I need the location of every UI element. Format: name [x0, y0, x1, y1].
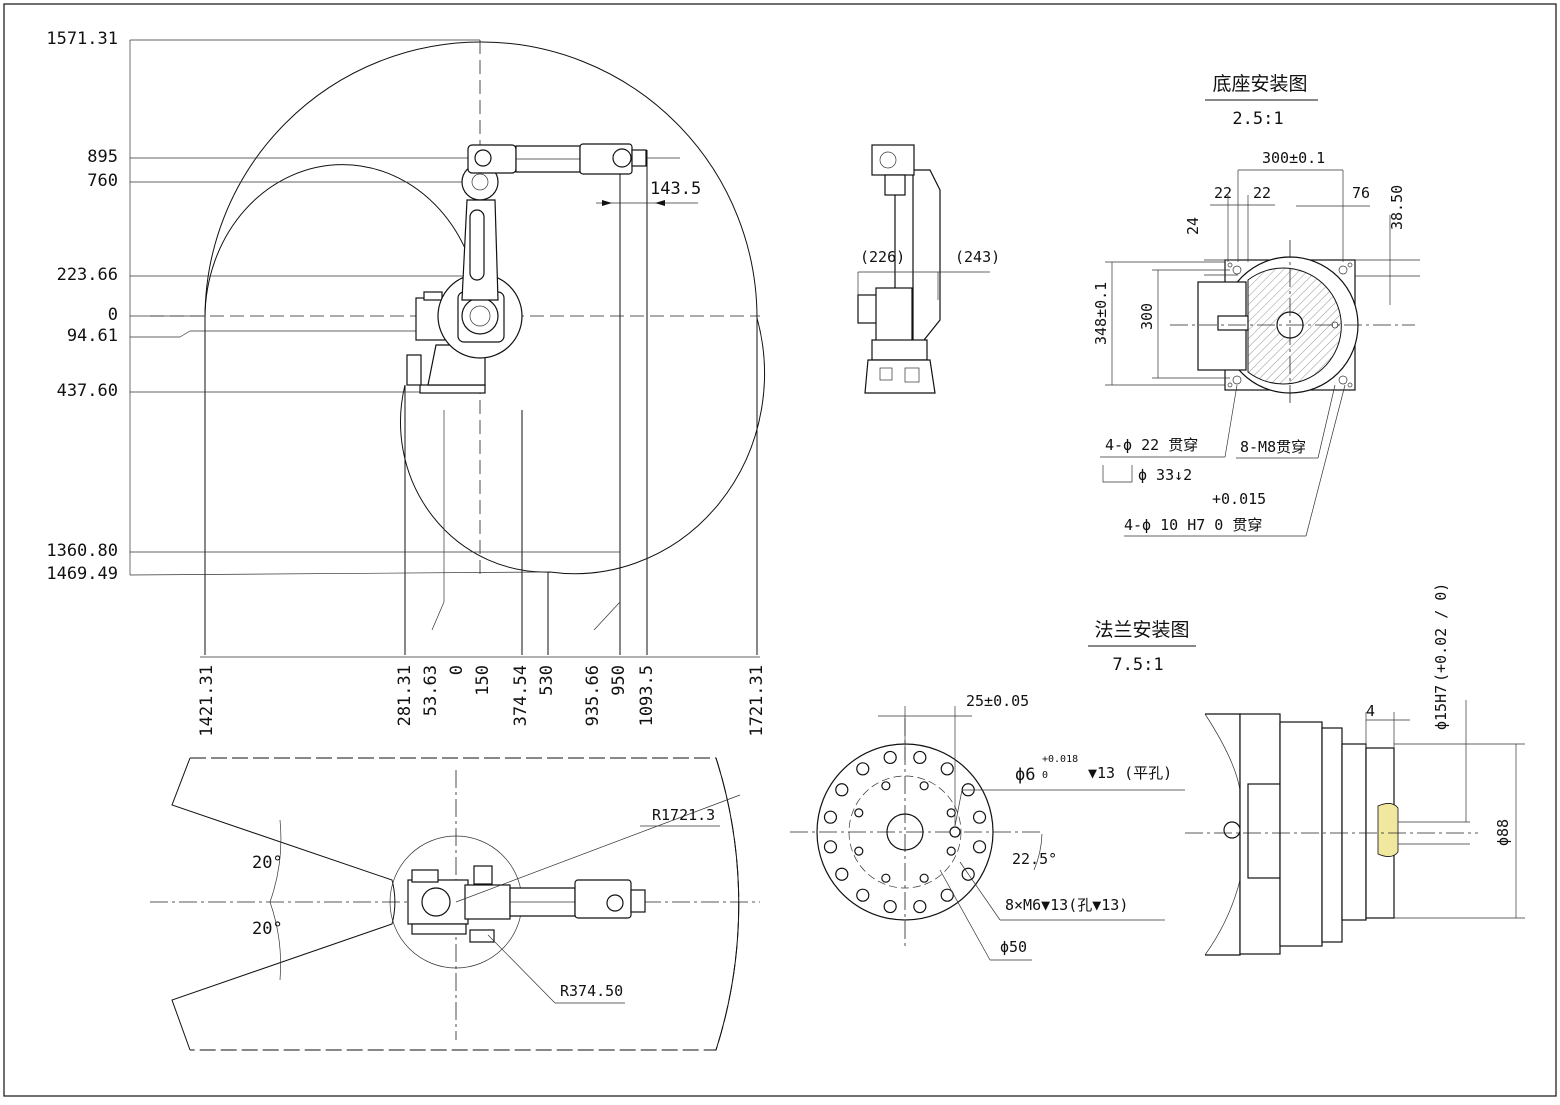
- dim-226: (226): [860, 248, 905, 266]
- bolt-hole: [972, 810, 987, 824]
- robot-side-profile: [406, 143, 647, 394]
- note-tol: +0.015: [1212, 490, 1266, 508]
- angle-bottom: 20°: [252, 919, 283, 939]
- dim-760: 760: [87, 171, 118, 191]
- thread-hole: [881, 781, 891, 791]
- dim-r1721: R1721.3: [652, 806, 715, 824]
- dim-300-top: 300±0.1: [1262, 149, 1325, 167]
- dim-4: 4: [1366, 702, 1375, 720]
- flange-inner-holes: [854, 781, 956, 883]
- dim-1469: 1469.49: [46, 564, 118, 584]
- dim-b-53: 53.63: [421, 665, 441, 716]
- dim-r374: R374.50: [560, 982, 623, 1000]
- thread-hole: [881, 873, 891, 883]
- note-phi6-upper: +0.018: [1042, 754, 1078, 765]
- note-phi6: ϕ6: [1015, 765, 1035, 785]
- dim-b-530: 530: [537, 665, 557, 696]
- dim-348: 348±0.1: [1092, 282, 1110, 345]
- dim-243: (243): [955, 248, 1000, 266]
- thread-hole: [919, 873, 929, 883]
- flange-side-view: 4 ϕ15H7 (+0.02 / 0) ϕ88: [1185, 583, 1525, 956]
- dim-300-side: 300: [1138, 303, 1156, 330]
- bolt-hole: [940, 762, 954, 776]
- bolt-hole: [883, 750, 897, 765]
- thread-hole: [919, 781, 929, 791]
- bolt-hole: [835, 783, 849, 797]
- flange-view-title: 法兰安装图: [1094, 619, 1189, 641]
- note-4-phi10: 4-ϕ 10 H7 0 贯穿: [1124, 516, 1262, 534]
- dim-223: 223.66: [57, 265, 118, 285]
- dim-b-281: 281.31: [395, 665, 415, 726]
- top-view: 20° 20° R1721.3 R374.50: [150, 757, 760, 1051]
- dim-b-935: 935.66: [583, 665, 603, 726]
- dim-76: 76: [1352, 184, 1370, 202]
- dim-22-b: 22: [1253, 184, 1271, 202]
- dim-phi88: ϕ88: [1494, 819, 1512, 846]
- bolt-hole: [913, 899, 927, 914]
- flange-view-scale: 7.5:1: [1112, 655, 1163, 675]
- bolt-hole: [972, 840, 987, 854]
- bolt-hole: [835, 867, 849, 881]
- note-4-phi22: 4-ϕ 22 贯穿: [1105, 436, 1198, 454]
- dim-94: 94.61: [67, 326, 118, 346]
- dim-b-950: 950: [609, 665, 629, 696]
- dim-895: 895: [87, 147, 118, 167]
- dim-143-5: 143.5: [650, 179, 701, 199]
- dim-24: 24: [1184, 217, 1202, 235]
- flange-bolt-holes: [823, 750, 987, 914]
- thread-hole: [946, 846, 956, 856]
- bolt-hole: [856, 888, 870, 902]
- angle-top: 20°: [252, 853, 283, 873]
- bolt-hole: [856, 762, 870, 776]
- dim-b-1421: 1421.31: [197, 665, 217, 737]
- dim-phi15-tol: (+0.02 / 0): [1432, 583, 1450, 682]
- note-phi6-rest: ▼13 (平孔): [1088, 764, 1172, 782]
- thread-hole: [946, 808, 956, 818]
- bolt-hole: [940, 888, 954, 902]
- outer-envelope: [204, 41, 758, 655]
- bolt-hole: [823, 840, 838, 854]
- bolt-hole: [913, 750, 927, 765]
- base-view-scale: 2.5:1: [1232, 109, 1283, 129]
- bolt-hole: [883, 899, 897, 914]
- dim-b-1721: 1721.31: [747, 665, 767, 737]
- side-view: (226) (243): [857, 144, 1000, 394]
- thread-hole: [854, 846, 864, 856]
- note-8-m8: 8-M8贯穿: [1240, 438, 1306, 456]
- dim-22-a: 22: [1214, 184, 1232, 202]
- dim-b-150: 150: [473, 665, 493, 696]
- flange-view: 法兰安装图 7.5:1 25±0.05 ϕ6 +0.018 0 ▼13 (平孔)…: [790, 619, 1196, 961]
- robot-top-profile: [407, 865, 646, 943]
- dim-phi50: ϕ50: [1000, 938, 1027, 956]
- dim-1571: 1571.31: [46, 29, 118, 49]
- dim-38-50: 38.50: [1388, 185, 1406, 230]
- base-view: 底座安装图 2.5:1 300±0.1 22 22 76 38.50: [1092, 73, 1420, 537]
- dim-0-left: 0: [108, 305, 118, 325]
- dim-phi15: ϕ15H7: [1432, 685, 1450, 730]
- dim-437: 437.60: [57, 381, 118, 401]
- dim-25: 25±0.05: [966, 692, 1029, 710]
- dim-b-0: 0: [447, 665, 467, 675]
- note-phi33: ϕ 33↓2: [1138, 466, 1192, 484]
- lower-envelope: [400, 317, 766, 655]
- bolt-hole: [823, 810, 838, 824]
- sheet-frame: [3, 3, 1557, 1097]
- base-view-title: 底座安装图: [1212, 73, 1307, 95]
- thread-hole: [854, 808, 864, 818]
- main-view: 1571.31 895 760 223.66 0 94.61 437.60 13…: [46, 29, 767, 737]
- dim-1360: 1360.80: [46, 541, 118, 561]
- dim-b-374: 374.54: [511, 665, 531, 726]
- dim-b-1093: 1093.5: [637, 665, 657, 726]
- note-8m6: 8×M6▼13(孔▼13): [1005, 896, 1128, 914]
- dim-22-5: 22.5°: [1012, 850, 1057, 868]
- note-phi6-lower: 0: [1042, 770, 1048, 781]
